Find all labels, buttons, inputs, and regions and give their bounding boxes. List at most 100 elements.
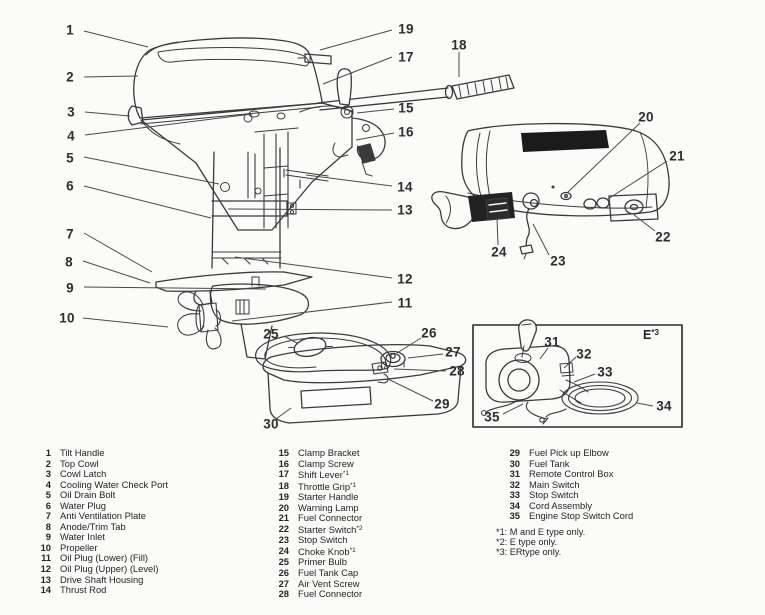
propeller-drawing (177, 291, 222, 350)
remote-control-inset-drawing (472, 319, 683, 428)
legend-item-label: Starter Handle (298, 491, 359, 503)
legend-item-label: Drive Shaft Housing (60, 573, 144, 585)
legend-item-label: Clamp Bracket (298, 447, 360, 458)
legend-item-15: 15 Clamp Bracket (263, 447, 363, 459)
legend-item-number: 24 (278, 544, 289, 556)
leader-3 (84, 111, 131, 117)
diagram-line-art (82, 29, 683, 428)
starter-switch-drawing (608, 193, 659, 222)
leader-7 (83, 232, 153, 273)
legend-item-label: Engine Stop Switch Cord (529, 510, 634, 522)
carry-handle-drawing (431, 191, 477, 230)
leader-12 (234, 256, 393, 279)
callout-32: 32 (576, 346, 592, 362)
legend-item-label: Water Inlet (60, 531, 105, 543)
legend-item-number: 6 (45, 499, 51, 511)
leader-20 (566, 122, 641, 194)
legend-item-30: 30 Fuel Tank (494, 457, 633, 470)
leader-6 (83, 185, 212, 219)
legend-item-6: 6 Water Plug (25, 499, 168, 512)
legend-item-number: 4 (45, 478, 51, 490)
shift-lever-drawing (336, 68, 353, 106)
leader-16 (355, 132, 395, 141)
bottom-cowl-drawing (140, 102, 353, 231)
inset-variant-label: E*3 (643, 329, 659, 342)
legend-item-label: Propeller (60, 541, 98, 553)
inset-border (472, 324, 683, 428)
fuel-hose-drawing (255, 332, 392, 373)
leader-21 (607, 160, 668, 200)
legend-item-number: 12 (40, 563, 51, 575)
legend-item-label: Cord Assembly (529, 499, 593, 511)
leader-15 (356, 108, 395, 114)
callout-19: 19 (398, 21, 414, 37)
legend-footnotes: *1: M and E type only.*2: E type only.*3… (494, 526, 633, 558)
callout-10: 10 (59, 310, 75, 326)
legend-item-27: 27 Air Vent Screw (263, 577, 363, 590)
legend-item-label: Stop Switch (298, 534, 348, 546)
legend-item-number: 35 (509, 510, 520, 522)
warning-lamp-drawing (560, 191, 572, 201)
leader-17 (322, 56, 393, 85)
engine-stop-cord-drawing (480, 399, 548, 420)
thrust-rod-drawing (283, 168, 329, 189)
callout-6: 6 (66, 178, 74, 194)
legend-item-number: 27 (278, 577, 289, 589)
legend-item-number: 15 (278, 447, 289, 458)
callout-24: 24 (491, 244, 507, 260)
leader-19 (319, 29, 393, 51)
legend-item-label: Air Vent Screw (298, 577, 360, 589)
starter-handle-drawing (297, 53, 332, 65)
legend-item-number: 14 (40, 584, 51, 596)
leader-28 (393, 368, 447, 372)
leader-8 (82, 260, 151, 284)
legend-item-number: 17 (278, 468, 289, 480)
leader-23 (532, 223, 550, 256)
cowl-decal (521, 130, 609, 152)
legend-item-number: 19 (278, 491, 289, 503)
leader-10 (82, 317, 169, 328)
legend-item-label: Thrust Rod (60, 584, 107, 596)
leader-32 (563, 356, 577, 369)
legend-item-label: Remote Control Box (529, 468, 614, 480)
callout-4: 4 (67, 128, 75, 144)
clamp-screw-drawing (357, 143, 376, 164)
leader-13 (227, 208, 393, 211)
legend-item-label: Cooling Water Check Port (60, 478, 169, 490)
callout-20: 20 (638, 109, 654, 125)
legend-footnote: *2: E type only. (496, 536, 558, 547)
legend-item-label: Starter Switch*2 (298, 523, 363, 535)
legend-item-19: 19 Starter Handle (263, 492, 363, 503)
leader-27 (407, 353, 444, 359)
legend-item-number: 33 (509, 489, 520, 501)
legend-item-number: 30 (509, 457, 520, 469)
legend-footnote: *1: M and E type only. (496, 526, 586, 537)
legend-item-label: Tilt Handle (60, 447, 105, 458)
choke-knob-drawing (485, 197, 510, 221)
legend-item-label: Water Plug (60, 499, 107, 511)
callout-27: 27 (445, 344, 461, 360)
legend-item-number: 18 (278, 479, 289, 491)
leader-29 (387, 378, 434, 402)
legend-item-label: Shift Lever*1 (298, 469, 349, 481)
legend-item-label: Fuel Tank (529, 457, 570, 469)
legend-item-4: 4 Cooling Water Check Port (25, 478, 169, 491)
callout-25: 25 (263, 326, 279, 342)
leader-14 (305, 174, 393, 187)
